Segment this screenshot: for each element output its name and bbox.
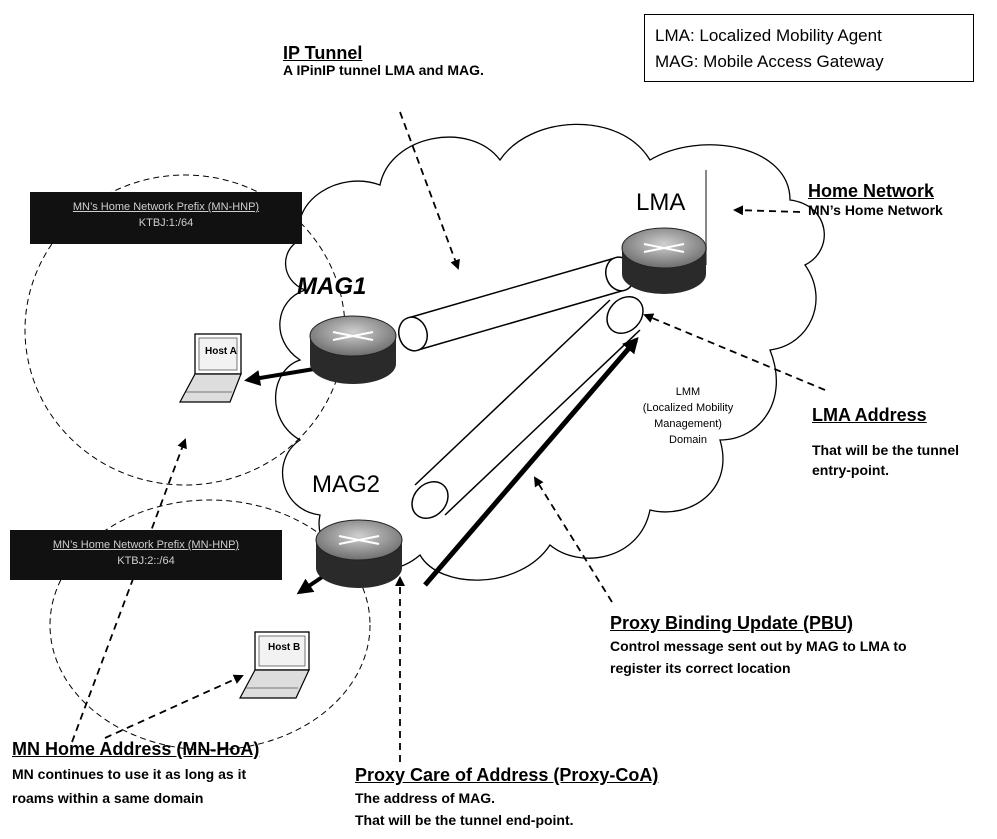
mn-hoa-desc-2: roams within a same domain (12, 790, 204, 806)
pbu-title: Proxy Binding Update (PBU) (610, 613, 854, 633)
lma-address-desc-1: That will be the tunnel (812, 442, 959, 458)
lma-address-desc-2: entry-point. (812, 462, 889, 478)
mag1-router-icon (309, 315, 397, 384)
host-b-label: Host B (268, 642, 301, 653)
home-network-desc: MN’s Home Network (808, 202, 943, 218)
host-a-label: Host A (205, 346, 237, 357)
ip-tunnel-pointer (399, 111, 460, 270)
mag2-access-circle (49, 499, 371, 751)
host-b-laptop-icon (238, 631, 310, 699)
legend-line-mag: MAG: Mobile Access Gateway (655, 51, 884, 71)
prefix2-value: KTBJ:2::/64 (117, 554, 175, 567)
pbu-arrow (423, 336, 639, 587)
lmm-line-2: (Localized Mobility (642, 401, 734, 414)
mn-hoa-desc-1: MN continues to use it as long as it (12, 766, 247, 782)
lma-router-icon (621, 227, 707, 294)
prefix1-label: MN’s Home Network Prefix (MN-HNP) (72, 201, 260, 213)
mag2-router-icon (315, 519, 403, 588)
proxy-coa-title: Proxy Care of Address (Proxy-CoA) (355, 765, 659, 785)
mag1-label: MAG1 (297, 273, 367, 300)
legend-line-lma: LMA: Localized Mobility Agent (655, 26, 882, 45)
lma-label: LMA (636, 189, 686, 216)
home-network-title: Home Network (808, 181, 935, 201)
ip-tunnel-desc: A IPinIP tunnel LMA and MAG. (283, 62, 484, 78)
lma-address-pointer (643, 313, 826, 391)
prefix-banner-mag1: MN’s Home Network Prefix (MN-HNP) KTBJ:1… (30, 192, 302, 244)
mag1-to-host-a-arrow (244, 366, 321, 386)
lmm-line-3: Management) (654, 417, 722, 430)
lmm-line-1: LMM (675, 386, 701, 398)
legend-box: LMA: Localized Mobility Agent MAG: Mobil… (644, 14, 974, 82)
lma-address-title: LMA Address (812, 405, 927, 425)
prefix-banner-mag2: MN’s Home Network Prefix (MN-HNP) KTBJ:2… (10, 530, 282, 580)
mag2-label: MAG2 (312, 471, 381, 498)
host-a-laptop-icon (178, 333, 242, 403)
mn-hoa-title: MN Home Address (MN-HoA) (12, 739, 260, 759)
proxy-coa-desc-1: The address of MAG. (355, 790, 496, 806)
home-network-pointer (733, 205, 801, 216)
mn-hoa-pointer-upper (71, 438, 187, 743)
lmm-line-4: Domain (669, 433, 707, 446)
lmm-domain-label: LMM (Localized Mobility Management) Doma… (628, 385, 748, 449)
tunnel-mag2-lma (411, 296, 644, 519)
pbu-desc-2: register its correct location (610, 660, 791, 676)
prefix2-label: MN’s Home Network Prefix (MN-HNP) (52, 539, 240, 551)
proxy-coa-desc-2: That will be the tunnel end-point. (355, 812, 574, 828)
ip-tunnel-title: IP Tunnel (283, 43, 363, 63)
pbu-pointer (533, 476, 613, 603)
mn-hoa-pointer-lower (104, 674, 244, 739)
annotation-arrows (71, 111, 826, 762)
prefix1-value: KTBJ:1:/64 (138, 216, 194, 229)
tunnel-mag1-lma (397, 256, 636, 352)
pbu-desc-1: Control message sent out by MAG to LMA t… (610, 638, 907, 654)
lmm-domain-cloud (274, 123, 825, 581)
